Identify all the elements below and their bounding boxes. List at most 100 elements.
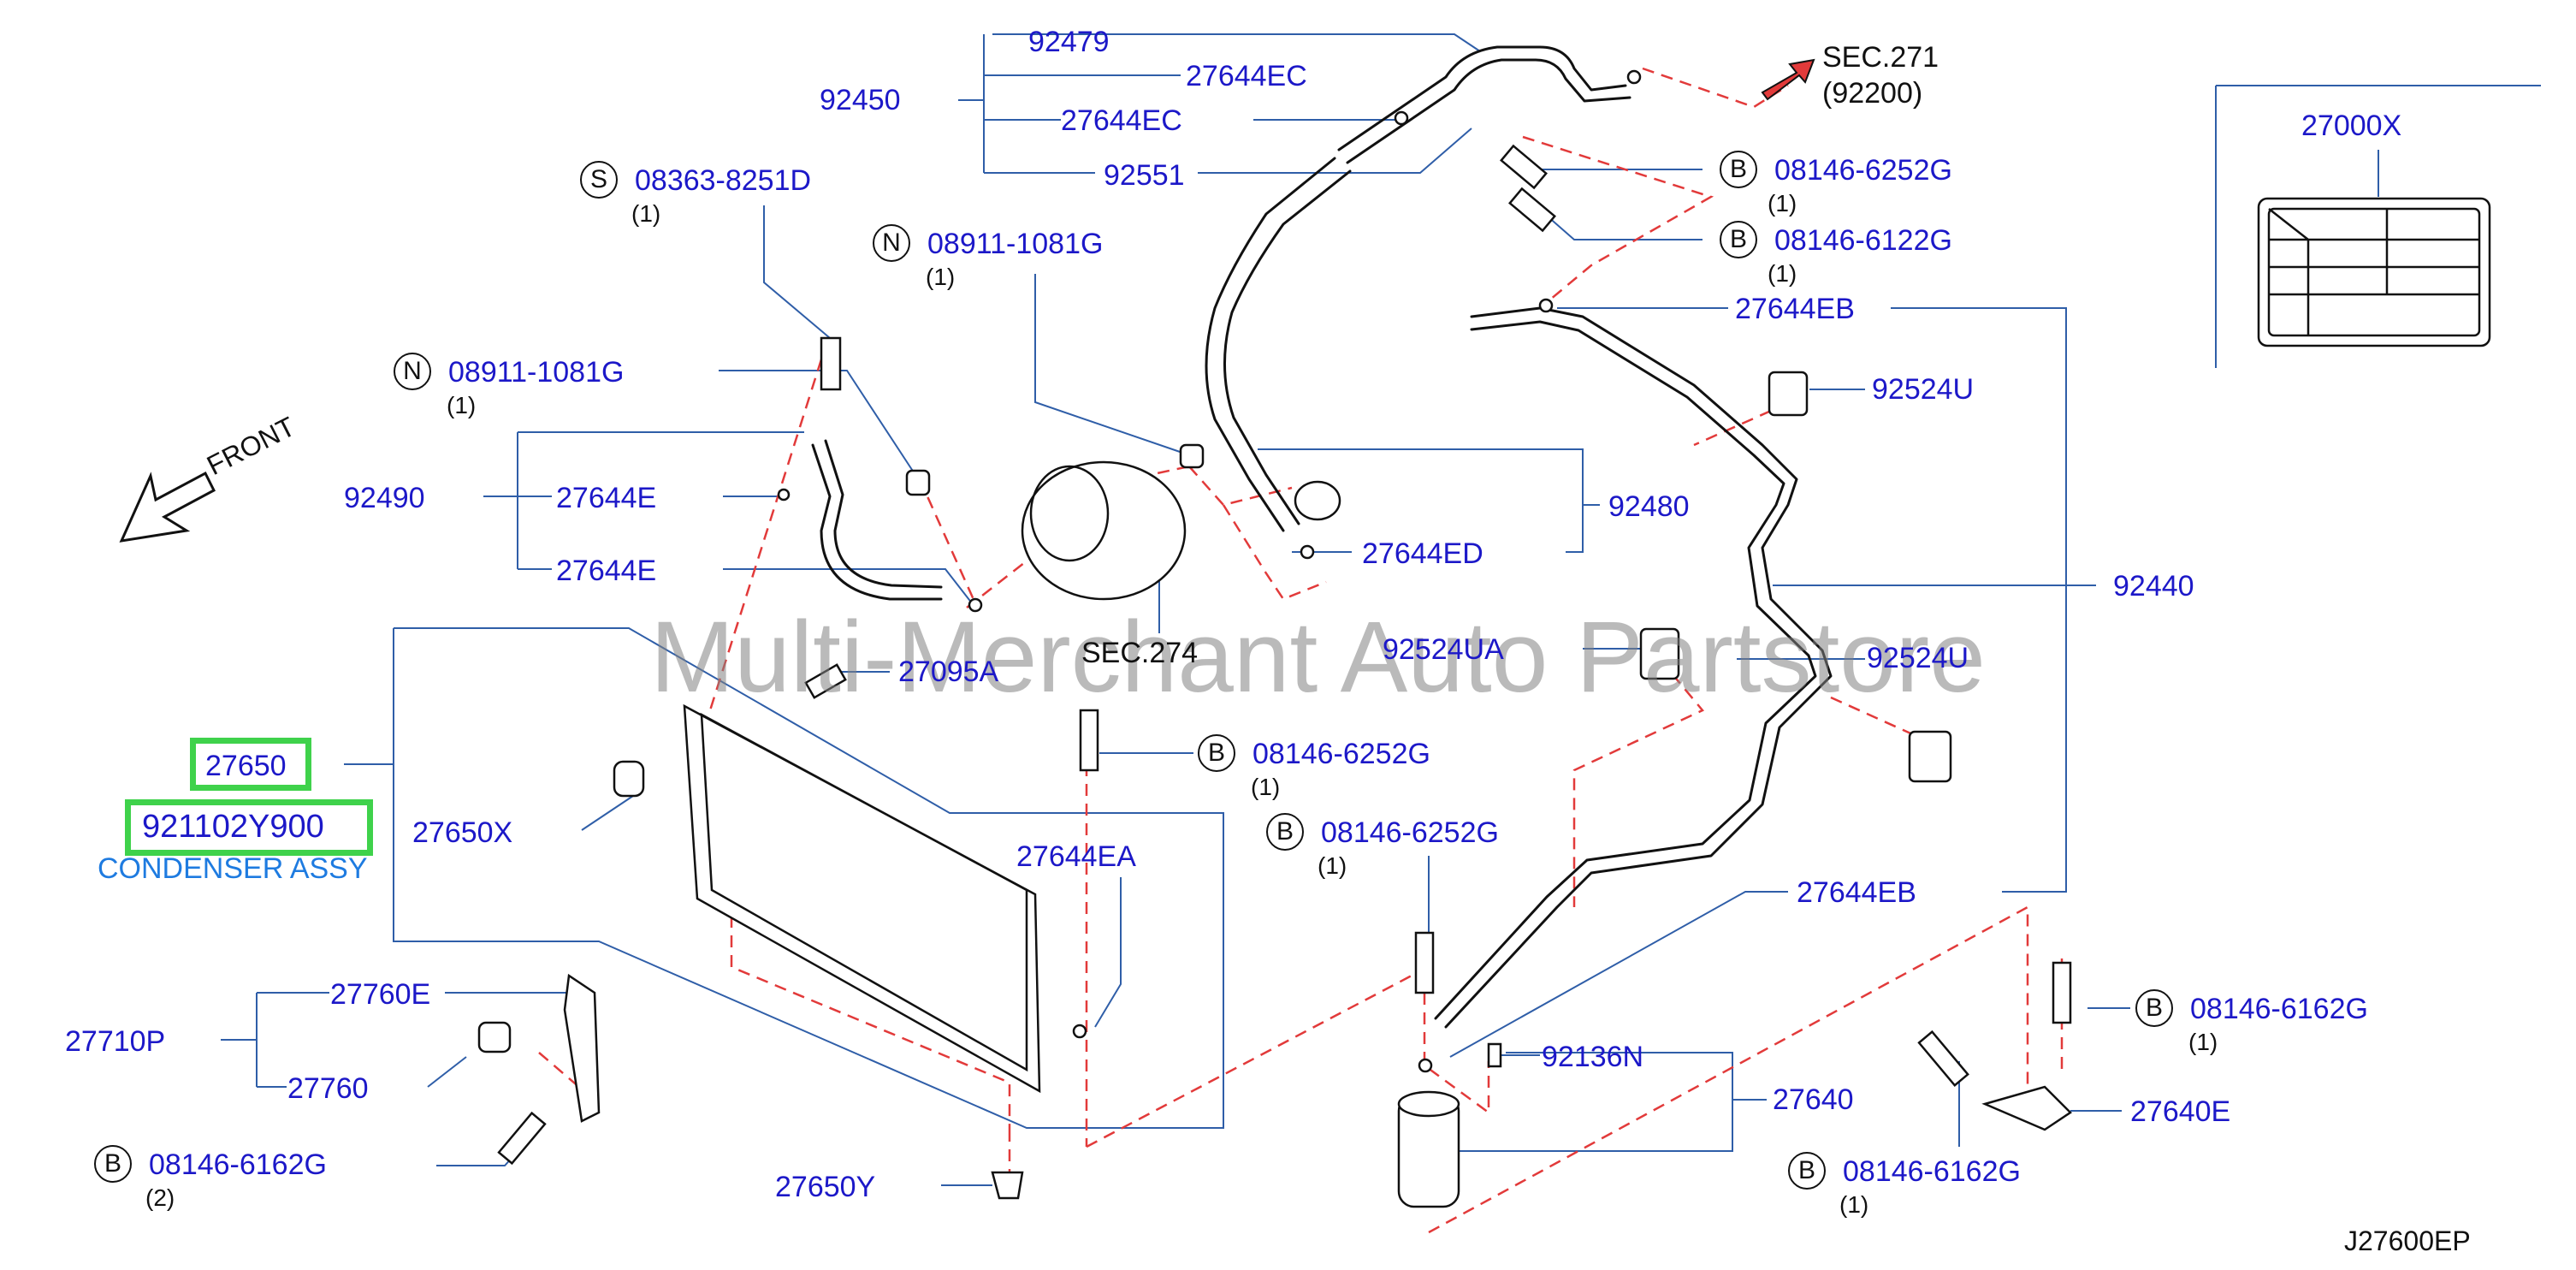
clamp-92524u-mid (1908, 730, 1952, 783)
symbol-s: S (580, 161, 618, 199)
callout-27644eb-top[interactable]: 27644EB (1735, 293, 1855, 325)
condenser-core (683, 703, 1041, 1094)
o-ring-27644eb-top (1538, 298, 1554, 313)
leader-08911-left (719, 370, 916, 476)
callout-27650y[interactable]: 27650Y (775, 1171, 876, 1203)
callout-27644ed[interactable]: 27644ED (1362, 537, 1483, 570)
o-ring-27644ed (1300, 544, 1315, 560)
o-ring-27644ea (1072, 1024, 1087, 1039)
figure-code: J27600EP (2344, 1225, 2471, 1256)
leader-27650x (581, 795, 634, 831)
symbol-b-mid: B (1198, 734, 1235, 772)
callout-27760[interactable]: 27760 (287, 1072, 369, 1105)
highlight-box-921102y900 (125, 799, 373, 856)
symbol-n-top: N (873, 224, 910, 262)
callout-27644e-b[interactable]: 27644E (556, 555, 657, 587)
callout-92524u-mid[interactable]: 92524U (1867, 642, 1969, 674)
symbol-b-top-2: B (1720, 221, 1757, 258)
callout-27640[interactable]: 27640 (1773, 1083, 1854, 1116)
hose-92490-inner (824, 439, 943, 589)
leader-27644eb-low (1449, 891, 1788, 1058)
callout-08911-1081g-left[interactable]: 08911-1081G (448, 356, 625, 389)
dash-condenser-bottom (730, 916, 1011, 1130)
qty-08146-6162g-bot: (1) (1839, 1191, 1869, 1218)
callout-08146-6162g-bot[interactable]: 08146-6162G (1843, 1155, 2021, 1188)
pipe-92440-outer (1444, 306, 1833, 1029)
callout-08363-8251d[interactable]: 08363-8251D (635, 164, 812, 197)
callout-92480[interactable]: 92480 (1608, 490, 1690, 523)
front-arrow-icon (119, 471, 216, 543)
callout-92524u-top[interactable]: 92524U (1872, 373, 1975, 406)
callout-27000x[interactable]: 27000X (2301, 110, 2402, 142)
callout-92136n[interactable]: 92136N (1542, 1041, 1644, 1073)
callout-08146-6252g-mid[interactable]: 08146-6252G (1252, 738, 1430, 770)
symbol-b-bottom: B (1788, 1152, 1826, 1190)
callout-27644e-a[interactable]: 27644E (556, 482, 657, 514)
bolt-08146-6252g-mid (1079, 709, 1099, 772)
dash-92480-top (1188, 466, 1293, 507)
callout-27644ec-a[interactable]: 27644EC (1186, 60, 1307, 92)
leader-08363 (763, 205, 831, 339)
callout-27640e[interactable]: 27640E (2130, 1095, 2231, 1128)
callout-27710p[interactable]: 27710P (65, 1025, 166, 1058)
bracket-92480 (1258, 448, 1584, 553)
qty-08911-1081g-left: (1) (447, 392, 477, 418)
dash-bolts-top (1522, 135, 1714, 309)
sec274-label: SEC.274 (1081, 637, 1199, 669)
o-ring-27644eb-low (1418, 1058, 1433, 1073)
o-ring-27644ec-b (1394, 110, 1409, 126)
callout-08146-6162g-right[interactable]: 08146-6162G (2190, 993, 2368, 1025)
o-ring-08911-left (905, 469, 931, 496)
bolt-08146-6162g-left (497, 1111, 547, 1166)
clamp-92524ua (1639, 627, 1680, 680)
o-ring-27644e-a (777, 488, 791, 501)
callout-27760e[interactable]: 27760E (330, 978, 431, 1011)
leader-08146-6122g (1539, 209, 1703, 240)
callout-92551[interactable]: 92551 (1104, 159, 1185, 192)
bracket-part-27760e (563, 973, 601, 1123)
pipe-92450-inner (1346, 58, 1631, 164)
sec271-ref: (92200) (1822, 77, 1923, 110)
o-ring-27644ec-a (1626, 69, 1642, 85)
callout-08146-6252g-low[interactable]: 08146-6252G (1321, 816, 1499, 849)
callout-27644ea[interactable]: 27644EA (1016, 840, 1136, 873)
callout-27095a[interactable]: 27095A (898, 656, 999, 688)
dash-92490-fitting (918, 478, 977, 604)
switch-92136n (1487, 1042, 1502, 1068)
mount-27650y (991, 1171, 1024, 1200)
callout-08146-6252g-top[interactable]: 08146-6252G (1774, 154, 1952, 187)
bolt-08363 (820, 336, 842, 391)
qty-08146-6162g-left: (2) (145, 1184, 175, 1211)
callout-27650x[interactable]: 27650X (412, 816, 513, 849)
bracket-92440 (1891, 307, 2067, 893)
bolt-08146-6162g-right (2052, 961, 2072, 1024)
dash-92524u-mid (1830, 696, 1917, 738)
bolt-08146-6162g-bot (1917, 1030, 1969, 1088)
alt-part-number[interactable]: 921102Y900 (142, 809, 324, 845)
leader-92551 (1198, 128, 1472, 174)
callout-92479[interactable]: 92479 (1028, 26, 1110, 58)
callout-92524ua[interactable]: 92524UA (1383, 633, 1504, 666)
bolt-08146-6252g-low (1414, 931, 1435, 994)
callout-08146-6162g-left[interactable]: 08146-6162G (149, 1148, 327, 1181)
callout-08146-6122g[interactable]: 08146-6122G (1774, 224, 1952, 257)
symbol-b-top-1: B (1720, 151, 1757, 188)
leader-27644ea-down (1094, 877, 1122, 1028)
o-ring-08911-top (1179, 443, 1205, 469)
bracket-27650 (393, 627, 1224, 1129)
callout-27644eb-low[interactable]: 27644EB (1797, 876, 1916, 909)
callout-92450[interactable]: 92450 (820, 84, 901, 116)
part-description: CONDENSER ASSY (98, 852, 368, 885)
dash-92480-bottom (1222, 504, 1327, 601)
callout-08911-1081g-top[interactable]: 08911-1081G (927, 228, 1104, 260)
dash-92524u-top (1693, 409, 1772, 447)
hose-92490-outer (811, 443, 943, 601)
callout-27650[interactable]: 27650 (205, 750, 287, 782)
callout-92490[interactable]: 92490 (344, 482, 425, 514)
watermark: Multi-Merchant Auto Partstore (650, 601, 1986, 714)
clamp-92524u-top (1768, 371, 1809, 417)
bolt-08146-6122g (1508, 187, 1556, 233)
callout-27644ec-b[interactable]: 27644EC (1061, 104, 1182, 137)
bolt-27095a (804, 663, 847, 699)
callout-92440[interactable]: 92440 (2113, 570, 2194, 602)
